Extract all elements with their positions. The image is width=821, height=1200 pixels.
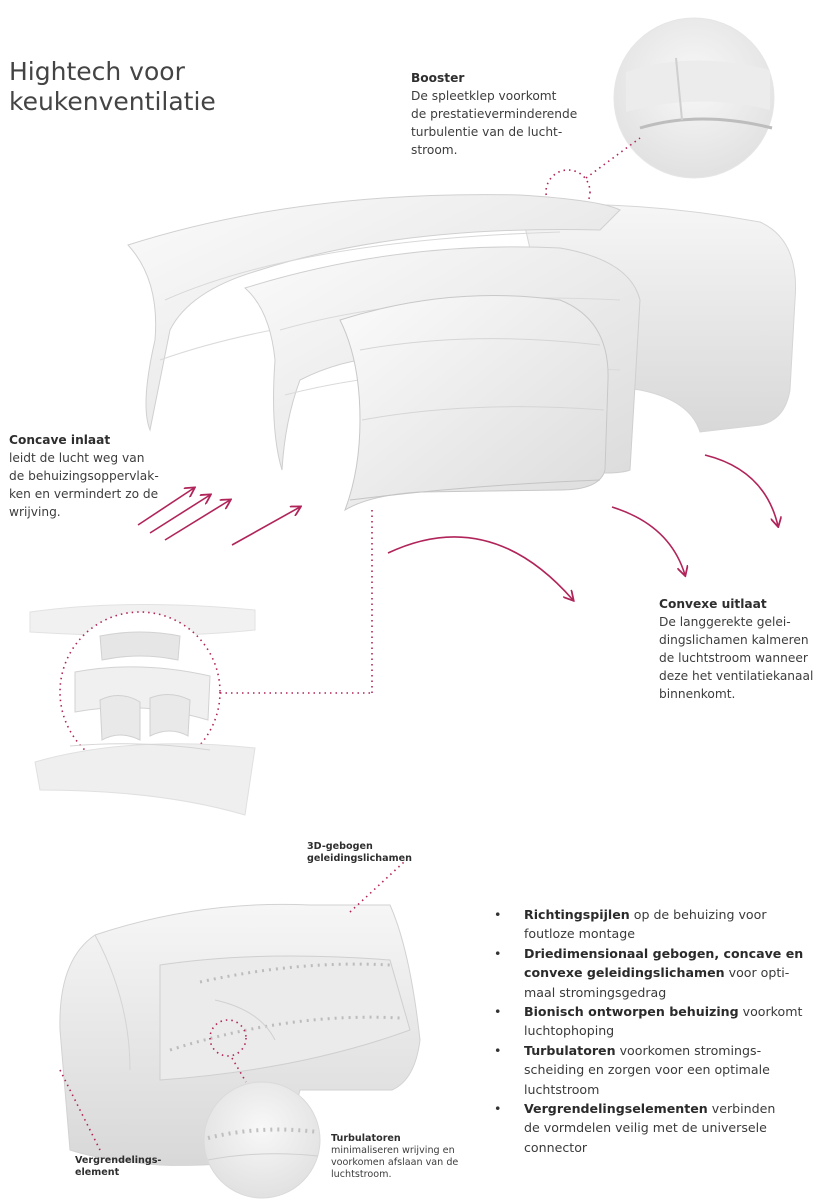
feature-line: luchtstroom: [524, 1081, 600, 1097]
booster-line: de prestatieverminderende: [411, 107, 578, 121]
turbulators-line: luchtstroom.: [331, 1169, 392, 1180]
convex-outlet-caption: Convexe uitlaat De langgerekte gelei- di…: [659, 595, 813, 703]
booster-line: turbulentie van de lucht-: [411, 125, 563, 139]
feature-item: Driedimensionaal gebogen, concave en con…: [492, 944, 812, 1002]
concave-inlet-line: ken en vermindert zo de: [9, 487, 159, 501]
convex-outlet-line: dingslichamen kalmeren: [659, 633, 809, 647]
lock-leader: [59, 1069, 101, 1151]
guide-vanes: [127, 194, 797, 512]
booster-caption: Booster De spleetklep voorkomt de presta…: [411, 69, 577, 159]
concave-inlet-line: de behuizingsoppervlak-: [9, 469, 159, 483]
convex-outlet-line: de luchtstroom wanneer: [659, 651, 808, 665]
duct-bend: [59, 903, 421, 1166]
feature-rest: voorkomen stromings-: [615, 1042, 762, 1058]
booster-heading: Booster: [411, 71, 465, 85]
title-line-1: Hightech voor: [9, 56, 185, 86]
booster-line: stroom.: [411, 143, 458, 157]
booster-line: De spleetklep voorkomt: [411, 89, 557, 103]
turbulators-caption: Turbulatoren minimaliseren wrijving en v…: [331, 1133, 458, 1181]
turbulator-leader: [231, 1057, 247, 1083]
feature-rest: voorkomt: [738, 1004, 803, 1020]
convex-outlet-heading: Convexe uitlaat: [659, 597, 767, 611]
booster-zoom-circle: [613, 17, 775, 179]
feature-line: de vormdelen veilig met de universele: [524, 1120, 767, 1136]
turbulators-line: minimaliseren wrijving en: [331, 1145, 455, 1156]
lock-element-line-1: Vergrendelings-: [75, 1155, 162, 1166]
feature-item: Vergrendelingselementen verbinden de vor…: [492, 1099, 812, 1157]
turbulators-line: voorkomen afslaan van de: [331, 1157, 459, 1168]
exploded-view: [29, 603, 256, 816]
inlet-arrows: [137, 488, 300, 546]
feature-bold: Driedimensionaal gebogen, concave en: [524, 945, 804, 961]
concave-inlet-line: wrijving.: [9, 505, 61, 519]
feature-rest: op de behuizing voor: [629, 907, 767, 922]
feature-bold: Turbulatoren: [524, 1042, 616, 1058]
feature-item: Turbulatoren voorkomen stromings- scheid…: [492, 1041, 812, 1099]
guide-leader: [349, 861, 405, 913]
turbulator-zoom-circle: [203, 1081, 321, 1199]
convex-outlet-line: De langgerekte gelei-: [659, 615, 791, 629]
feature-line: connector: [524, 1139, 588, 1155]
feature-rest: verbinden: [707, 1101, 776, 1117]
turbulators-heading: Turbulatoren: [331, 1133, 401, 1144]
guide-bodies-line-2: geleidingslichamen: [307, 853, 412, 864]
convex-outlet-line: deze het ventilatiekanaal: [659, 669, 814, 683]
feature-item: Richtingspijlen op de behuizing voor fou…: [492, 905, 812, 944]
convex-outlet-line: binnenkomt.: [659, 687, 736, 701]
guide-bodies-line-1: 3D-gebogen: [307, 841, 373, 852]
feature-bold: Richtingspijlen: [524, 907, 630, 922]
feature-line: maal stromingsgedrag: [524, 984, 667, 1000]
feature-list: Richtingspijlen op de behuizing voor fou…: [492, 905, 812, 1157]
feature-line: luchtophoping: [524, 1023, 615, 1039]
lock-element-label: Vergrendelings- element: [75, 1155, 161, 1179]
feature-bold: Bionisch ontworpen behuizing: [524, 1004, 739, 1020]
feature-item: Bionisch ontworpen behuizing voorkomt lu…: [492, 1002, 812, 1041]
concave-inlet-caption: Concave inlaat leidt de lucht weg van de…: [9, 431, 159, 521]
concave-inlet-heading: Concave inlaat: [9, 433, 111, 447]
outlet-arrows: [387, 454, 778, 600]
booster-leader-line: [585, 137, 641, 179]
turbulator-marker: [209, 1019, 247, 1057]
lock-element-line-2: element: [75, 1167, 120, 1178]
feature-line: foutloze montage: [524, 926, 635, 942]
feature-bold: convexe geleidingslichamen: [524, 965, 725, 981]
page-title: Hightech voor keukenventilatie: [9, 57, 269, 117]
title-line-2: keukenventilatie: [9, 86, 216, 116]
feature-bold: Vergrendelingselementen: [524, 1101, 708, 1117]
feature-line: scheiding en zorgen voor een optimale: [524, 1062, 770, 1078]
feature-rest: voor opti-: [724, 965, 790, 981]
concave-inlet-line: leidt de lucht weg van: [9, 451, 145, 465]
guide-bodies-label: 3D-gebogen geleidingslichamen: [307, 841, 412, 865]
